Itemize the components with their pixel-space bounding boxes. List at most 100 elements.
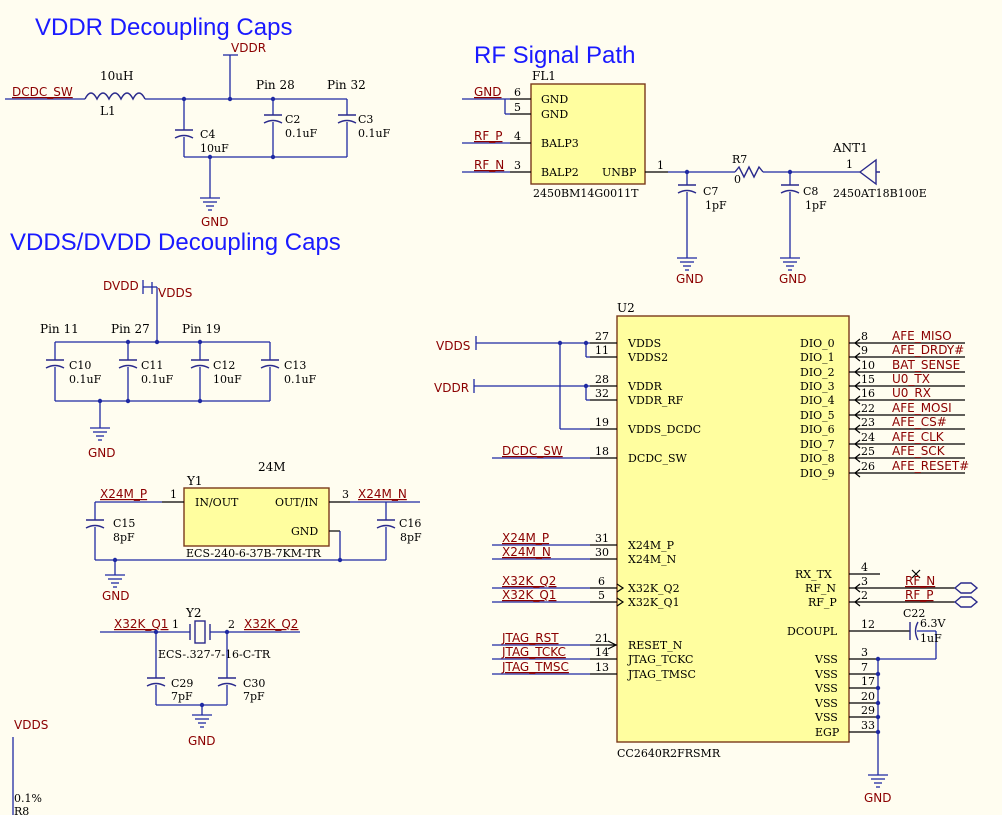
svg-text:GND: GND <box>102 589 130 603</box>
svg-text:C29: C29 <box>171 677 193 690</box>
svg-text:0.1uF: 0.1uF <box>69 373 102 386</box>
u2-body <box>616 315 850 743</box>
svg-text:X32K_Q1: X32K_Q1 <box>502 588 556 602</box>
svg-text:21: 21 <box>595 632 609 645</box>
svg-text:C10: C10 <box>69 359 91 372</box>
svg-text:C30: C30 <box>243 677 265 690</box>
svg-text:27: 27 <box>595 330 609 343</box>
svg-text:JTAG_TMSC: JTAG_TMSC <box>627 668 696 681</box>
svg-text:VSS: VSS <box>814 711 838 724</box>
title-vddr: VDDR Decoupling Caps <box>35 14 292 41</box>
net-vddr-top: VDDR <box>231 41 266 55</box>
resistor-r7 <box>734 165 764 179</box>
svg-text:GND: GND <box>474 85 502 99</box>
svg-text:X24M_N: X24M_N <box>502 545 551 559</box>
svg-text:AFE_CLK: AFE_CLK <box>892 430 945 444</box>
svg-text:JTAG_TCKC: JTAG_TCKC <box>501 645 566 659</box>
no-connect-icon <box>911 569 921 579</box>
svg-text:U2: U2 <box>617 301 635 315</box>
svg-text:14: 14 <box>595 646 609 659</box>
svg-text:DVDD: DVDD <box>103 279 139 293</box>
svg-text:C22: C22 <box>903 607 925 620</box>
svg-text:AFE_MOSI: AFE_MOSI <box>892 401 952 415</box>
svg-text:24: 24 <box>861 431 875 444</box>
svg-text:18: 18 <box>595 445 609 458</box>
svg-text:X24M_N: X24M_N <box>628 553 677 566</box>
svg-text:C12: C12 <box>213 359 235 372</box>
svg-text:JTAG_TMSC: JTAG_TMSC <box>501 660 569 674</box>
svg-text:Y1: Y1 <box>186 474 203 488</box>
rf-section: FL1 GND GND BALP3 BALP2 UNBP 2450BM14G00… <box>462 69 927 286</box>
svg-text:VDDR: VDDR <box>627 380 663 393</box>
svg-text:ECS-.327-7-16-C-TR: ECS-.327-7-16-C-TR <box>158 648 271 661</box>
svg-text:10: 10 <box>861 359 875 372</box>
svg-text:19: 19 <box>595 416 609 429</box>
svg-text:16: 16 <box>861 387 875 400</box>
svg-text:9: 9 <box>861 344 868 357</box>
svg-text:GND: GND <box>188 734 216 748</box>
svg-text:U0_TX: U0_TX <box>892 372 930 386</box>
svg-text:2: 2 <box>861 589 868 602</box>
svg-text:RX_TX: RX_TX <box>795 568 832 581</box>
svg-text:Y2: Y2 <box>185 606 202 620</box>
svg-text:0: 0 <box>734 173 741 186</box>
svg-text:ANT1: ANT1 <box>832 141 868 155</box>
svg-text:Pin 19: Pin 19 <box>182 322 221 336</box>
svg-text:VDDS: VDDS <box>436 339 470 353</box>
svg-text:RF_N: RF_N <box>474 158 504 172</box>
svg-text:2450AT18B100E: 2450AT18B100E <box>833 187 927 200</box>
svg-text:0.1uF: 0.1uF <box>358 127 391 140</box>
svg-text:EGP: EGP <box>815 726 840 739</box>
svg-text:UNBP: UNBP <box>602 166 637 179</box>
svg-text:C3: C3 <box>358 113 373 126</box>
svg-text:C2: C2 <box>285 113 300 126</box>
svg-text:1pF: 1pF <box>805 199 827 212</box>
svg-text:DCDC_SW: DCDC_SW <box>502 444 563 458</box>
svg-text:8: 8 <box>861 330 868 343</box>
svg-text:Pin 28: Pin 28 <box>256 78 295 92</box>
svg-text:AFE_RESET#: AFE_RESET# <box>892 459 969 473</box>
rf-p-port-icon <box>953 596 979 608</box>
svg-text:BALP2: BALP2 <box>541 166 579 179</box>
svg-text:3: 3 <box>342 488 349 501</box>
svg-text:10uH: 10uH <box>100 69 133 83</box>
svg-text:X32K_Q2: X32K_Q2 <box>502 574 556 588</box>
svg-text:DIO_2: DIO_2 <box>800 366 835 379</box>
svg-text:RESET_N: RESET_N <box>628 639 683 652</box>
svg-text:RF_P: RF_P <box>474 129 502 143</box>
svg-text:VDDS: VDDS <box>627 337 661 350</box>
svg-text:DIO_3: DIO_3 <box>800 380 835 393</box>
svg-text:JTAG_TCKC: JTAG_TCKC <box>627 653 693 666</box>
svg-text:11: 11 <box>595 344 609 357</box>
svg-text:33: 33 <box>861 719 875 732</box>
svg-text:VSS: VSS <box>814 682 838 695</box>
r8-fragment: VDDS 0.1% R8 <box>12 718 48 815</box>
svg-text:C16: C16 <box>399 517 421 530</box>
svg-text:VDDS: VDDS <box>158 286 192 300</box>
svg-text:13: 13 <box>595 661 609 674</box>
svg-text:JTAG_RST: JTAG_RST <box>501 631 559 645</box>
svg-text:Pin 27: Pin 27 <box>111 322 150 336</box>
u2-chip: U2 CC2640R2FRSMR 27 VDDS 11 VDDS2 28 VDD… <box>434 301 979 805</box>
svg-text:RF_N: RF_N <box>805 582 836 595</box>
svg-text:0.1uF: 0.1uF <box>141 373 174 386</box>
svg-text:24M: 24M <box>258 460 286 474</box>
svg-text:Pin 11: Pin 11 <box>40 322 79 336</box>
svg-text:DIO_8: DIO_8 <box>800 452 835 465</box>
svg-text:10uF: 10uF <box>213 373 242 386</box>
svg-text:BAT_SENSE: BAT_SENSE <box>892 358 960 372</box>
svg-text:28: 28 <box>595 373 609 386</box>
svg-text:3: 3 <box>514 159 521 172</box>
svg-text:DIO_7: DIO_7 <box>800 438 835 451</box>
svg-text:C15: C15 <box>113 517 135 530</box>
svg-text:VSS: VSS <box>814 697 838 710</box>
svg-text:2: 2 <box>228 618 235 631</box>
svg-text:1pF: 1pF <box>705 199 727 212</box>
